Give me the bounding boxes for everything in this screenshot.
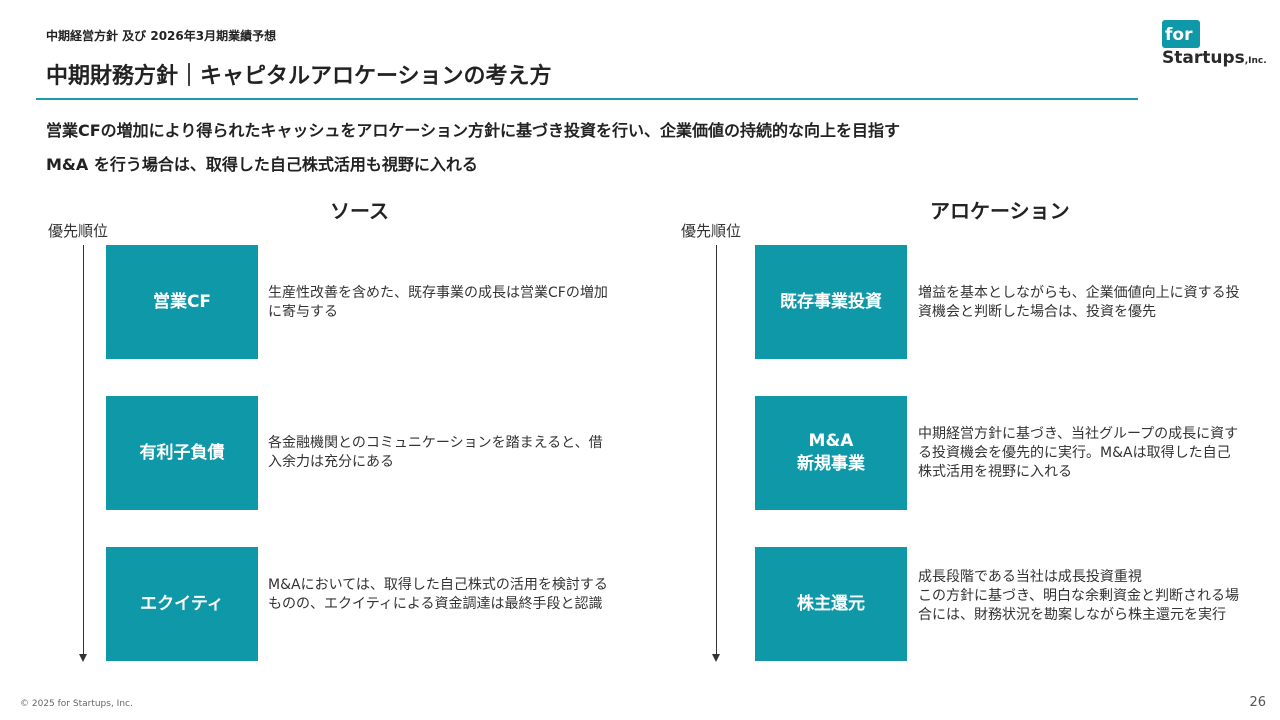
allocation-priority-label: 優先順位 — [681, 222, 742, 240]
logo-for-text: for — [1165, 25, 1193, 45]
source-priority-label: 優先順位 — [48, 222, 109, 240]
page-subtitle: 中期経営方針 及び 2026年3月期業績予想 — [46, 29, 277, 43]
page-title: 中期財務方針｜キャピタルアロケーションの考え方 — [46, 64, 552, 89]
source-desc-operating-cf: 生産性改善を含めた、既存事業の成長は営業CFの増加に寄与する — [268, 285, 608, 320]
for-startups-logo: for Startups,Inc. — [1162, 18, 1268, 70]
title-divider — [36, 98, 1138, 100]
allocation-box-shareholder-return: 株主還元 — [755, 547, 907, 661]
logo-badge: for — [1162, 20, 1200, 48]
allocation-priority-axis — [716, 245, 717, 655]
allocation-box-existing-business: 既存事業投資 — [755, 245, 907, 359]
source-heading: ソース — [330, 199, 389, 223]
source-desc-equity: M&Aにおいては、取得した自己株式の活用を検討するものの、エクイティによる資金調… — [268, 577, 608, 612]
logo-wordmark: Startups,Inc. — [1162, 48, 1267, 68]
source-box-equity: エクイティ — [106, 547, 258, 661]
lead-line-2: M&A を行う場合は、取得した自己株式活用も視野に入れる — [46, 155, 478, 174]
logo-startups-text: Startups — [1162, 48, 1245, 68]
source-priority-axis — [83, 245, 84, 655]
copyright: © 2025 for Startups, Inc. — [20, 699, 133, 709]
page-number: 26 — [1249, 695, 1266, 710]
lead-line-1: 営業CFの増加により得られたキャッシュをアロケーション方針に基づき投資を行い、企… — [46, 121, 901, 140]
source-priority-arrowhead — [79, 654, 87, 662]
allocation-heading: アロケーション — [930, 199, 1070, 223]
allocation-desc-ma-new-business: 中期経営方針に基づき、当社グループの成長に資する投資機会を優先的に実行。M&Aは… — [918, 426, 1239, 480]
allocation-desc-shareholder-return: 成長段階である当社は成長投資重視 この方針に基づき、明白な余剰資金と判断される場… — [918, 569, 1240, 623]
allocation-priority-arrowhead — [712, 654, 720, 662]
source-box-operating-cf: 営業CF — [106, 245, 258, 359]
logo-inc-text: ,Inc. — [1244, 56, 1267, 66]
source-desc-debt: 各金融機関とのコミュニケーションを踏まえると、借入余力は充分にある — [268, 435, 603, 470]
source-box-debt: 有利子負債 — [106, 396, 258, 510]
allocation-box-ma-new-business: M&A 新規事業 — [755, 396, 907, 510]
allocation-desc-existing-business: 増益を基本としながらも、企業価値向上に資する投資機会と判断した場合は、投資を優先 — [918, 285, 1240, 320]
